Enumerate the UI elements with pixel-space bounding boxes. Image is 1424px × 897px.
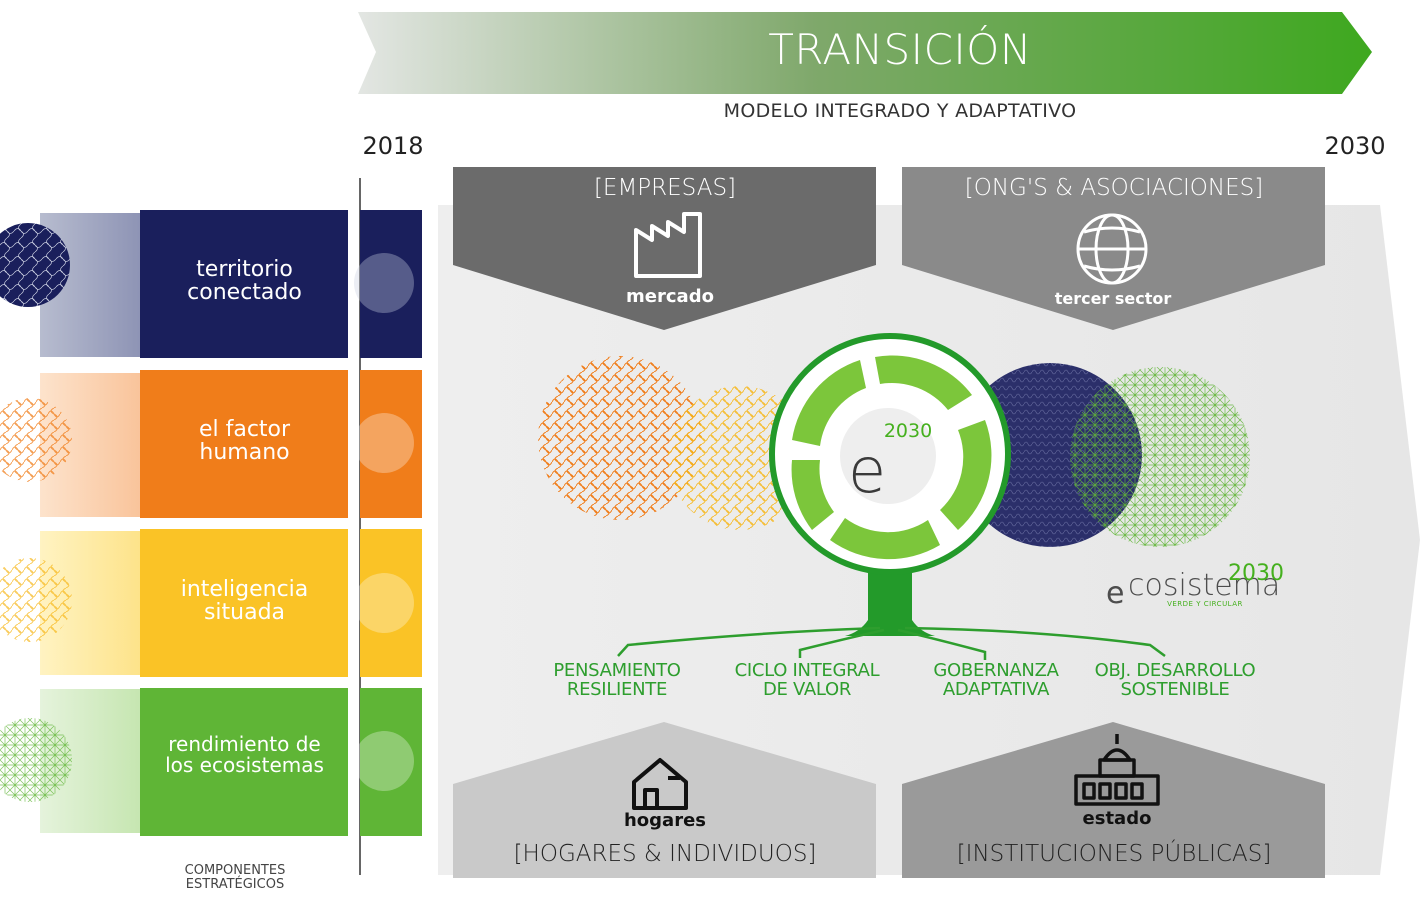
tree-trunk [845, 566, 935, 636]
strip-humano [360, 370, 422, 518]
sector-shape-empresas [453, 167, 876, 330]
sector-label-empresas: [EMPRESAS] [593, 175, 737, 201]
center-e-glyph: e [848, 434, 886, 507]
component-label-humano: el factor humano [198, 417, 291, 466]
strip-sphere-green [354, 731, 414, 791]
sphere-navy-left [0, 223, 70, 307]
sector-label-hogares: [HOGARES & INDIVIDUOS] [513, 841, 817, 867]
model-subtitle: MODELO INTEGRADO Y ADAPTATIVO [723, 100, 1077, 122]
house-icon [632, 758, 688, 810]
sector-label-instituciones: [INSTITUCIONES PÚBLICAS] [956, 841, 1272, 867]
logo-year: 2030 [1228, 561, 1284, 586]
components-footer-label: COMPONENTES ESTRATÉGICOS [184, 863, 286, 892]
fan-inteligencia [40, 531, 140, 675]
pillar-ciclo: CICLO INTEGRAL DE VALOR [734, 660, 880, 700]
transition-title: TRANSICIÓN [768, 25, 1032, 74]
fan-ecosistemas [40, 689, 140, 833]
strip-sphere-navy [354, 253, 414, 313]
box-territorio [140, 210, 348, 358]
pillar-pensamiento: PENSAMIENTO RESILIENTE [553, 660, 681, 700]
center-sphere-green [1070, 367, 1250, 547]
globe-icon [1076, 213, 1148, 285]
cycle-arrows [791, 355, 992, 560]
sector-label-ong: [ONG'S & ASOCIACIONES] [964, 175, 1264, 201]
strip-ecosistemas [360, 688, 422, 836]
sphere-green-left [0, 718, 72, 802]
strip-inteligencia [360, 529, 422, 677]
government-building-icon [1074, 734, 1160, 806]
logo-wordmark: cosistema [1128, 568, 1281, 603]
factory-icon [634, 212, 702, 278]
box-ecosistemas [140, 688, 348, 836]
year-start: 2018 [362, 132, 424, 160]
year-end: 2030 [1324, 132, 1386, 160]
strip-territorio [360, 210, 422, 358]
sector-shape-hogares [453, 722, 876, 878]
fan-humano [40, 373, 140, 517]
box-inteligencia [140, 529, 348, 677]
pillar-gobernanza: GOBERNANZA ADAPTATIVA [933, 660, 1059, 700]
tree-roots [617, 626, 1166, 660]
icon-label-estado: estado [1082, 808, 1152, 829]
icon-label-tercer-sector: tercer sector [1054, 289, 1172, 308]
logo-e-glyph: e [1106, 576, 1124, 611]
transition-arrow [358, 12, 1372, 94]
center-sphere-orange [538, 356, 702, 520]
box-humano [140, 370, 348, 518]
component-label-inteligencia: inteligencia situada [180, 577, 309, 626]
sphere-orange-left [0, 398, 72, 482]
strip-sphere-orange [354, 413, 414, 473]
strip-sphere-yellow [354, 573, 414, 633]
center-inner-disc [840, 408, 936, 504]
icon-label-hogares: hogares [623, 810, 706, 831]
pillar-ods: OBJ. DESARROLLO SOSTENIBLE [1094, 660, 1256, 700]
sector-shape-instituciones [902, 722, 1325, 878]
sphere-yellow-left [0, 558, 72, 642]
component-label-territorio: territorio conectado [187, 257, 302, 306]
icon-label-mercado: mercado [626, 286, 714, 307]
center-year-mark: 2030 [883, 420, 933, 442]
logo-tagline: VERDE Y CIRCULAR [1167, 600, 1243, 608]
component-label-ecosistemas: rendimiento de los ecosistemas [165, 732, 324, 777]
